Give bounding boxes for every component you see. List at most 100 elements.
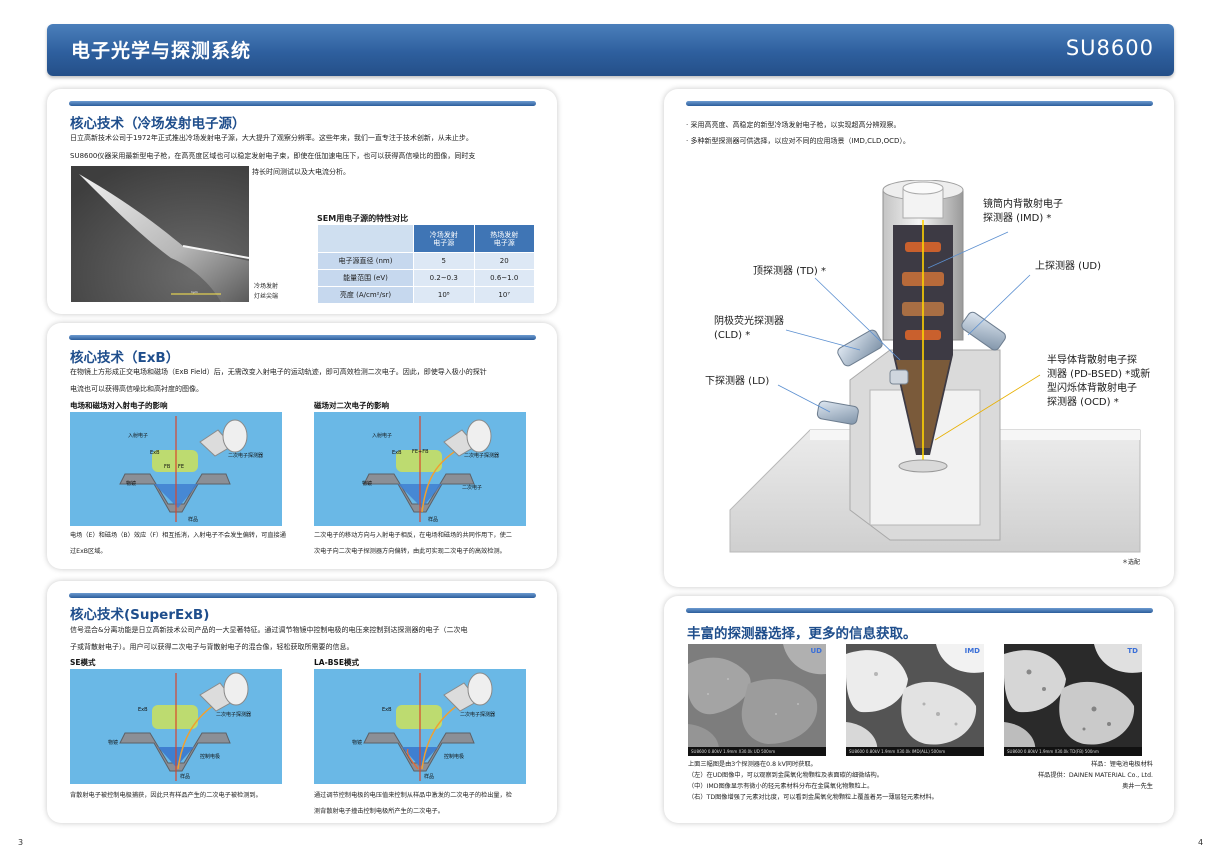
- cell-value: 10⁸: [413, 286, 475, 304]
- label-lens: 物镜: [352, 740, 363, 746]
- micrograph-scale-bar: SU8600 0.80kV 1.9mm X30.0k UD 500nm: [688, 747, 826, 756]
- detector-bullet-1: · 采用高亮度、高稳定的新型冷场发射电子枪，以实现超高分辨观察。: [686, 121, 901, 129]
- ocd-label: 半导体背散射电子探 测器 (PD-BSED) *或新 型闪烁体背散射电子 探测器…: [1047, 354, 1150, 410]
- superexb-panel-bar: [69, 593, 536, 598]
- se-mode-caption: 背散射电子被控制电极捕获，因此只有样品产生的二次电子被检测到。: [70, 792, 262, 799]
- detector-panel-bar: [686, 101, 1153, 106]
- label-electrode: 控制电极: [444, 754, 465, 760]
- page-number-right: 4: [1198, 838, 1204, 847]
- label-exb: ExB: [150, 450, 160, 456]
- electron-source-spec-table: 冷场发射 电子源 热场发射 电子源 电子源直径 (nm) 5 20 能量范围 (…: [317, 224, 535, 304]
- cell-value: 5: [413, 252, 475, 270]
- cell-value: 10⁷: [473, 286, 535, 304]
- model-name: SU8600: [1065, 36, 1154, 60]
- label-secondary: 二次电子: [462, 485, 483, 491]
- ud-micrograph: UD SU8600 0.80kV 1.9mm X30.0k UD 500nm: [688, 644, 826, 756]
- page-number-left: 3: [18, 838, 24, 847]
- exb-text-2: 电流也可以获得高信噪比和高衬度的图像。: [70, 385, 203, 393]
- emitter-tip-sem-image: 1μm: [71, 166, 249, 302]
- se-mode-title: SE模式: [70, 658, 96, 667]
- ud-label: 上探测器 (UD): [1035, 261, 1102, 272]
- label-detector: 二次电子探测器: [216, 712, 252, 718]
- la-bse-caption-1: 通过调节控制电极的电压值来控制从样品中激发的二次电子的检出量，检: [314, 792, 512, 799]
- label-lens: 物镜: [108, 740, 119, 746]
- label-exb: ExB: [138, 707, 148, 713]
- spec-table-header-row: 冷场发射 电子源 热场发射 电子源: [317, 224, 535, 253]
- table-row: 亮度 (A/cm²/sr) 10⁸ 10⁷: [317, 286, 535, 304]
- exb-left-caption-2: 过ExB区域。: [70, 548, 107, 555]
- micrograph-scale-bar: SU8600 0.80kV 1.9mm X30.0k IMD(ALL) 500n…: [846, 747, 984, 756]
- rich-caption-3: （中）IMD图像显示有微小的轻元素材料分布在金属氧化物颗粒上。: [688, 783, 874, 790]
- ocd-label-line-3: 型闪烁体背散射电子: [1047, 383, 1137, 394]
- label-exb: ExB: [382, 707, 392, 713]
- sem-caption: 冷场发射 灯丝尖端: [254, 282, 278, 302]
- label-incident: 入射电子: [372, 433, 393, 439]
- ocd-label-line-2: 测器 (PD-BSED) *或新: [1047, 369, 1151, 380]
- spec-table-col-tfe: 热场发射 电子源: [473, 224, 535, 253]
- exb-right-title: 磁场对二次电子的影响: [314, 401, 389, 410]
- row-label: 亮度 (A/cm²/sr): [317, 286, 414, 304]
- exb-text-1: 在物镜上方形成正交电场和磁场（ExB Field）后，无需改变入射电子的运动轨迹…: [70, 368, 487, 376]
- ocd-label-line-4: 探测器 (OCD) *: [1047, 397, 1119, 408]
- spec-table-corner: [317, 224, 414, 253]
- sem-caption-line-1: 冷场发射: [254, 283, 279, 290]
- sample-info-1: 样品：锂电池电极材料: [1091, 761, 1153, 768]
- rich-caption-4: （右）TD图像增强了元素对比度，可以看到金属氧化物颗粒上覆盖着另一薄层轻元素材料…: [688, 794, 938, 801]
- page-title: 电子光学与探测系统: [71, 40, 252, 62]
- spec-table-col-cfe: 冷场发射 电子源: [413, 224, 475, 253]
- superexb-text-2: 子或背散射电子）。用户可以获得二次电子与背散射电子的混合像，轻松获取所需要的信息…: [70, 643, 354, 651]
- spec-col-tfe-line-1: 热场发射: [490, 230, 519, 239]
- cfe-text-2: SU8600仪器采用最新型电子枪，在高亮度区域也可以稳定发射电子束，即使在低加速…: [70, 152, 476, 160]
- label-fb: FB: [164, 464, 171, 470]
- cld-label-line-2: (CLD) *: [714, 330, 751, 341]
- imd-label-line-2: 探测器 (IMD) *: [983, 213, 1052, 224]
- cfe-text-1: 日立高新技术公司于1972年正式推出冷场发射电子源，大大提升了观察分辨率。这些年…: [70, 134, 473, 142]
- cell-value: 0.2~0.3: [413, 269, 475, 287]
- micrograph-scale-bar: SU8600 0.80kV 1.9mm X30.0k TD(FB) 500nm: [1004, 747, 1142, 756]
- superexb-heading: 核心技术(SuperExB): [70, 607, 210, 623]
- label-detector: 二次电子探测器: [460, 712, 496, 718]
- detector-system-illustration: [690, 179, 1150, 560]
- exb-panel-bar: [69, 335, 536, 340]
- label-lens: 物镜: [126, 481, 137, 487]
- la-bse-mode-title: LA-BSE模式: [314, 658, 359, 667]
- exb-left-title: 电场和磁场对入射电子的影响: [70, 401, 168, 410]
- svg-text:1μm: 1μm: [191, 290, 198, 294]
- micrograph-tag: TD: [1127, 647, 1138, 655]
- cfe-text-3: 持长时间测试以及大电流分析。: [252, 168, 350, 176]
- exb-left-caption-1: 电场（E）和磁场（B）效应（F）相互抵消，入射电子不会发生偏转，可直接通: [70, 532, 286, 539]
- label-electrode: 控制电极: [200, 754, 221, 760]
- rich-heading: 丰富的探测器选择，更多的信息获取。: [687, 626, 917, 642]
- detector-bullet-2: · 多种新型探测器可供选择，以应对不同的应用场景（IMD,CLD,OCD）。: [686, 137, 910, 145]
- cell-value: 0.6~1.0: [473, 269, 535, 287]
- sample-info-2: 样品提供：DAINEN MATERIAL Co., Ltd.: [1038, 772, 1153, 779]
- label-exb: ExB: [392, 450, 402, 456]
- exb-heading: 核心技术（ExB）: [70, 350, 180, 366]
- sample-info-3: 奥井一先生: [1122, 783, 1153, 790]
- se-mode-diagram: ExB 二次电子探测器 物镜 控制电极 样品: [70, 669, 282, 784]
- label-sample: 样品: [180, 774, 191, 780]
- label-lens: 物镜: [362, 481, 373, 487]
- optional-note: ＊选配: [1122, 559, 1141, 566]
- spec-col-tfe-line-2: 电子源: [493, 238, 515, 247]
- cell-value: 20: [473, 252, 535, 270]
- cfe-panel-bar: [69, 101, 536, 106]
- la-bse-mode-diagram: ExB 二次电子探测器 物镜 控制电极 样品: [314, 669, 526, 784]
- imd-micrograph: IMD SU8600 0.80kV 1.9mm X30.0k IMD(ALL) …: [846, 644, 984, 756]
- label-sample: 样品: [428, 517, 439, 523]
- label-detector: 二次电子探测器: [464, 453, 500, 459]
- row-label: 能量范围 (eV): [317, 269, 414, 287]
- cld-label: 阴极荧光探测器 (CLD) *: [714, 315, 784, 343]
- table-row: 电子源直径 (nm) 5 20: [317, 252, 535, 270]
- table-row: 能量范围 (eV) 0.2~0.3 0.6~1.0: [317, 269, 535, 287]
- exb-right-caption-2: 次电子向二次电子探测器方向偏转，由此可实现二次电子的高效检测。: [314, 548, 506, 555]
- label-fe: FE: [178, 464, 185, 470]
- spec-col-cfe-line-2: 电子源: [433, 238, 455, 247]
- ld-label: 下探测器 (LD): [705, 376, 770, 387]
- cfe-heading: 核心技术（冷场发射电子源）: [70, 116, 246, 132]
- sem-caption-line-2: 灯丝尖端: [254, 293, 279, 300]
- page-header: 电子光学与探测系统 SU8600: [47, 24, 1174, 76]
- la-bse-caption-2: 测背散射电子撞击控制电极所产生的二次电子。: [314, 808, 444, 815]
- rich-caption-1: 上面三幅图是由3个探测器在0.8 kV同时获取。: [688, 761, 817, 768]
- label-sample: 样品: [424, 774, 435, 780]
